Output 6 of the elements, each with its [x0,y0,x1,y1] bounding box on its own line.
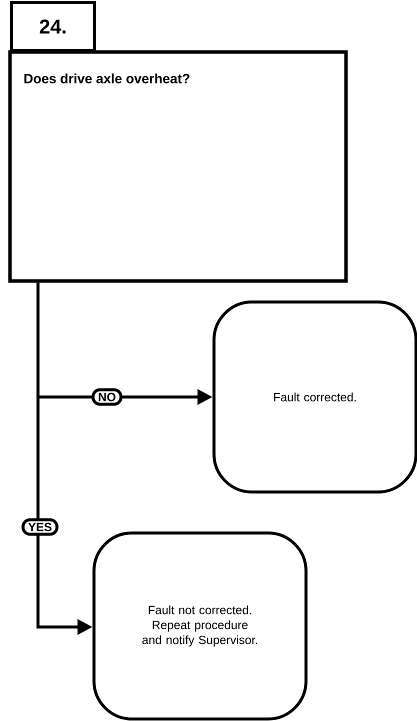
edge-label: NO [92,388,122,406]
result-box: Fault not corrected. Repeat procedure and notify Supervisor. [92,532,308,720]
edge-label: YES [22,518,58,536]
result-box: Fault corrected. [212,300,417,494]
node-label: 24. [40,20,66,34]
question-box: 24. Does drive axle overheat? [8,1,348,283]
